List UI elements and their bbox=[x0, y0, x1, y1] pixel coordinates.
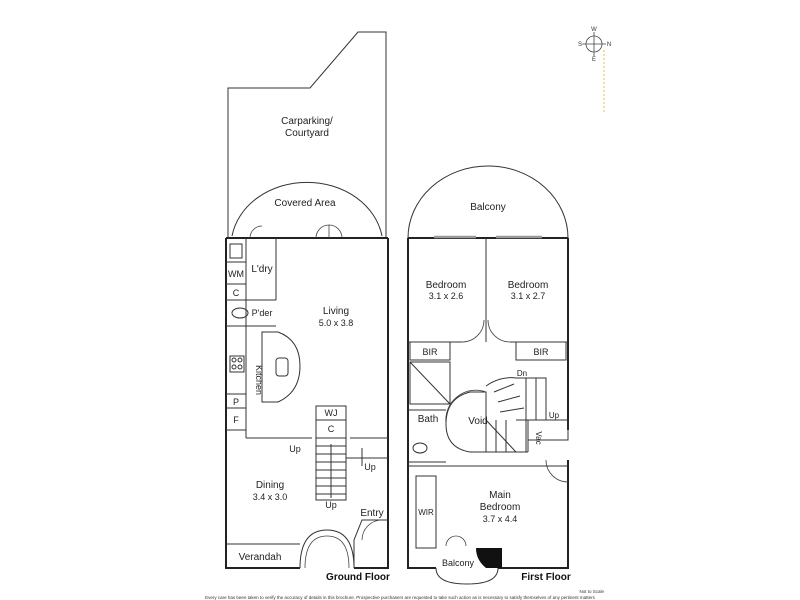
compass-n: N bbox=[607, 42, 611, 48]
first-floor-plan bbox=[407, 165, 569, 585]
bath-toilet bbox=[412, 442, 428, 454]
covered-area-arch bbox=[231, 181, 383, 237]
rear-door-laundry bbox=[249, 225, 263, 239]
laundry-label: L'dry bbox=[251, 264, 272, 275]
living-dims: 5.0 x 3.8 bbox=[319, 318, 354, 328]
carparking-label-2: Courtyard bbox=[285, 128, 329, 139]
vac-door bbox=[545, 459, 569, 483]
bir-right-label: BIR bbox=[533, 347, 549, 357]
ground-floor-outer-wall-right bbox=[354, 238, 389, 569]
main-bedroom-label-2: Bedroom bbox=[480, 502, 521, 513]
balcony-top-label: Balcony bbox=[470, 202, 506, 213]
balcony-bottom-label: Balcony bbox=[442, 558, 475, 568]
covered-area-label: Covered Area bbox=[274, 198, 336, 209]
carparking-label-1: Carparking/ bbox=[281, 116, 333, 127]
compass-e: E bbox=[592, 57, 596, 63]
wir-label: WIR bbox=[418, 508, 434, 517]
courtyard-boundary bbox=[227, 31, 387, 238]
first-floor-outer-wall-right bbox=[498, 460, 569, 569]
entry-label: Entry bbox=[360, 508, 383, 519]
compass-icon bbox=[582, 32, 606, 56]
bir-left bbox=[409, 341, 451, 361]
balcony-bottom-arch bbox=[435, 567, 499, 585]
kitchen-label: Kitchen bbox=[254, 365, 264, 395]
ground-staircase bbox=[315, 437, 347, 501]
dn-label: Dn bbox=[517, 369, 527, 378]
up-mid-label: Up bbox=[289, 444, 301, 454]
bedroom-door-right bbox=[487, 319, 511, 343]
c-left-label: C bbox=[233, 288, 240, 298]
up-label: Up bbox=[549, 411, 560, 420]
fridge-label: F bbox=[233, 415, 239, 425]
not-to-scale: Not to Scale bbox=[579, 589, 604, 594]
powder-toilet bbox=[231, 307, 249, 319]
main-bedroom-dims: 3.7 x 4.4 bbox=[483, 514, 518, 524]
entry-wall bbox=[353, 519, 388, 568]
ground-floor-outer-wall bbox=[225, 238, 300, 569]
bedroom-right-dims: 3.1 x 2.7 bbox=[511, 291, 546, 301]
dining-label: Dining bbox=[256, 480, 284, 491]
balcony-bottom-door bbox=[445, 535, 467, 547]
pantry-label: P bbox=[233, 397, 239, 407]
bedroom-left-dims: 3.1 x 2.6 bbox=[429, 291, 464, 301]
living-label: Living bbox=[323, 306, 349, 317]
first-floor-staircase bbox=[485, 377, 547, 453]
void-label: Void bbox=[468, 416, 487, 427]
dining-dims: 3.4 x 3.0 bbox=[253, 492, 288, 502]
up-right-label: Up bbox=[364, 462, 376, 472]
bath-label: Bath bbox=[418, 414, 439, 425]
first-floor-outer-wall bbox=[407, 238, 436, 569]
kitchen-island bbox=[261, 331, 301, 403]
rear-door-living-1 bbox=[315, 224, 330, 239]
compass-w: W bbox=[591, 27, 597, 33]
bedroom-door-left bbox=[461, 319, 485, 343]
powder-label: P'der bbox=[252, 308, 273, 318]
up-stair-label: Up bbox=[325, 500, 337, 510]
ground-floor-label: Ground Floor bbox=[326, 572, 390, 583]
disclaimer: Every care has been taken to verify the … bbox=[205, 595, 595, 600]
bir-right bbox=[515, 341, 567, 361]
compass-s: S bbox=[578, 42, 582, 48]
laundry-tub bbox=[229, 243, 243, 259]
cooktop bbox=[229, 355, 245, 373]
kitchen-sink bbox=[275, 357, 289, 377]
ground-floor-plan bbox=[225, 31, 389, 569]
entry-door bbox=[361, 519, 383, 541]
wj-label: WJ bbox=[325, 408, 338, 418]
c-center-label: C bbox=[328, 424, 335, 434]
dark-corner bbox=[476, 548, 502, 568]
vac-cupboard bbox=[527, 419, 569, 441]
vac-label: Vac bbox=[534, 431, 543, 444]
bedroom-right-label: Bedroom bbox=[508, 280, 549, 291]
first-floor-label: First Floor bbox=[521, 572, 571, 583]
main-bedroom-label-1: Main bbox=[489, 490, 511, 501]
bay-window bbox=[299, 529, 355, 569]
bedroom-left-label: Bedroom bbox=[426, 280, 467, 291]
void-outline bbox=[445, 391, 487, 453]
rear-door-living-2 bbox=[328, 224, 343, 239]
bathtub bbox=[409, 361, 451, 405]
balcony-top-arch bbox=[407, 165, 569, 239]
bir-left-label: BIR bbox=[422, 347, 438, 357]
verandah-label: Verandah bbox=[239, 552, 282, 563]
wm-label: WM bbox=[228, 269, 244, 279]
